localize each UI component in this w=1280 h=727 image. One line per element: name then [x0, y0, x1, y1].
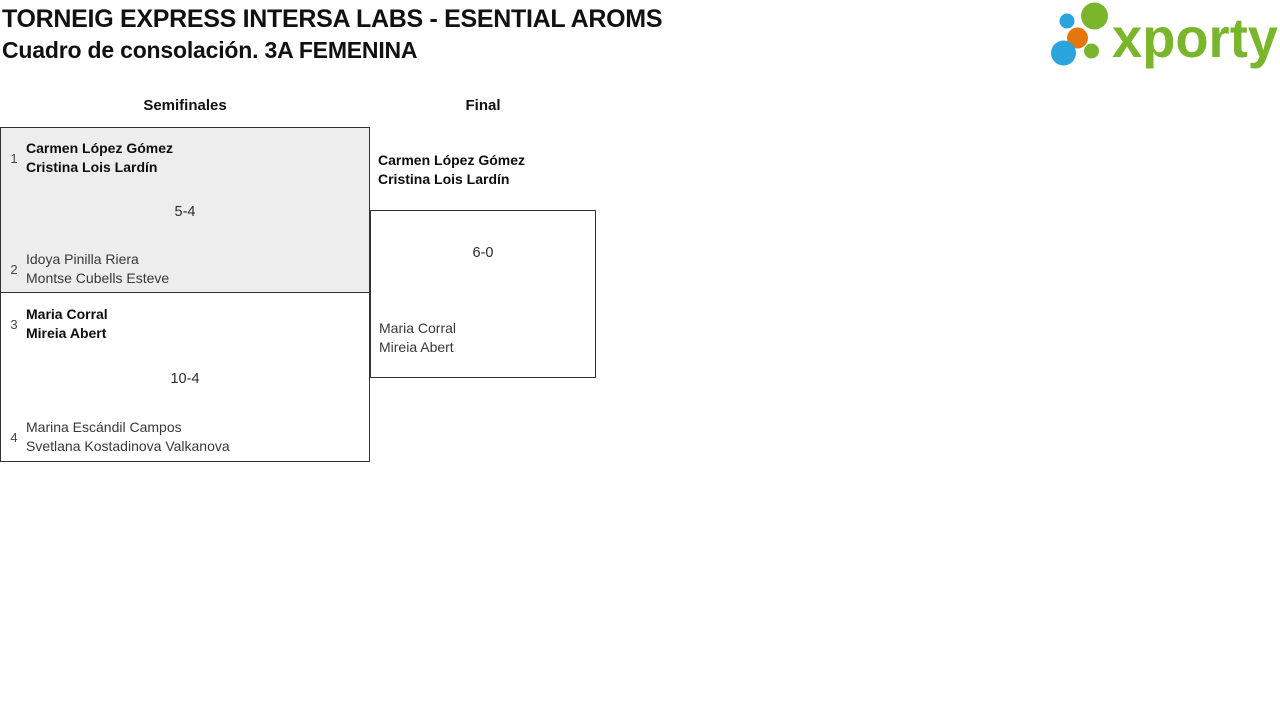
team-players: Marina Escándil Campos Svetlana Kostadin…: [26, 418, 230, 456]
round-header-semifinales: Semifinales: [143, 97, 227, 114]
player-name: Mireia Abert: [26, 325, 107, 341]
player-name: Montse Cubells Esteve: [26, 270, 170, 286]
team-players: Maria Corral Mireia Abert: [26, 305, 108, 343]
logo-dots-icon: [1051, 2, 1108, 66]
team-seed: 2: [10, 261, 18, 277]
team-row: 1 Carmen López Gómez Cristina Lois Lardí…: [7, 139, 173, 177]
player-name: Maria Corral: [26, 306, 108, 322]
team-row: 2 Idoya Pinilla Riera Montse Cubells Est…: [7, 250, 169, 288]
round-header-final: Final: [465, 97, 501, 114]
semifinal-match-2: 3 Maria Corral Mireia Abert 10-4 4 Marin…: [0, 292, 370, 462]
final-match: 6-0 Maria Corral Mireia Abert: [370, 210, 596, 378]
team-seed: 3: [10, 316, 18, 332]
player-name: Carmen López Gómez: [378, 152, 526, 168]
final-winner-team: Carmen López Gómez Cristina Lois Lardín: [378, 151, 525, 189]
final-loser-team: Maria Corral Mireia Abert: [379, 319, 456, 357]
xporty-logo-text: xporty: [1112, 6, 1278, 69]
team-players: Carmen López Gómez Cristina Lois Lardín: [26, 139, 173, 177]
player-name: Svetlana Kostadinova Valkanova: [26, 438, 230, 454]
xporty-logo[interactable]: xporty: [1050, 0, 1280, 70]
match-score: 6-0: [472, 245, 494, 261]
team-seed: 1: [10, 150, 18, 166]
tournament-title: TORNEIG EXPRESS INTERSA LABS - ESENTIAL …: [2, 5, 663, 33]
xporty-logo-graphic: xporty: [1051, 2, 1278, 69]
player-name: Cristina Lois Lardín: [378, 171, 510, 187]
player-name: Cristina Lois Lardín: [26, 159, 158, 175]
team-row: 3 Maria Corral Mireia Abert: [7, 305, 108, 343]
page-header: TORNEIG EXPRESS INTERSA LABS - ESENTIAL …: [2, 3, 663, 66]
player-name: Marina Escándil Campos: [26, 419, 182, 435]
team-row: 4 Marina Escándil Campos Svetlana Kostad…: [7, 418, 230, 456]
match-score: 5-4: [174, 204, 196, 220]
match-score: 10-4: [170, 371, 200, 387]
bracket-subtitle: Cuadro de consolación. 3A FEMENINA: [2, 37, 418, 63]
team-seed: 4: [10, 429, 18, 445]
team-players: Idoya Pinilla Riera Montse Cubells Estev…: [26, 250, 169, 288]
player-name: Carmen López Gómez: [26, 140, 174, 156]
player-name: Maria Corral: [379, 320, 457, 336]
player-name: Idoya Pinilla Riera: [26, 251, 139, 267]
semifinal-match-1: 1 Carmen López Gómez Cristina Lois Lardí…: [0, 127, 370, 293]
player-name: Mireia Abert: [379, 339, 454, 355]
